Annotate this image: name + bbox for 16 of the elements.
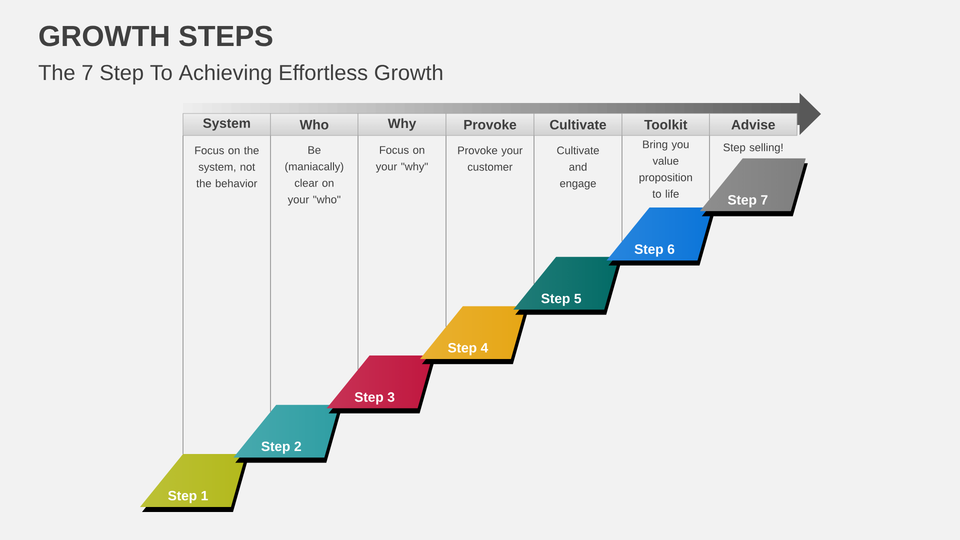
description-text: Focus on the system, not the behavior — [195, 146, 259, 188]
title: GROWTH STEPS — [39, 26, 272, 46]
description-text: Focus on your "why" — [376, 146, 428, 173]
subtitle: The 7 Step To Achieving Effortless Growth — [38, 64, 442, 84]
description-text: Provoke your customer — [458, 146, 523, 171]
description-text: Bring you value proposition to life — [640, 140, 692, 198]
header-cell: Advise — [709, 113, 798, 136]
header-cell: Toolkit — [622, 113, 710, 136]
header-cell: Cultivate — [534, 113, 622, 136]
header-cell: System — [182, 113, 271, 136]
header-cell: Who — [270, 113, 358, 136]
description-text: Step selling! — [724, 143, 782, 154]
description-text: Cultivate and engage — [557, 146, 599, 190]
description-text: Be (maniacally) clear on your "who" — [285, 146, 344, 206]
header-cell: Provoke — [446, 113, 534, 136]
header-cell: Why — [358, 113, 446, 136]
